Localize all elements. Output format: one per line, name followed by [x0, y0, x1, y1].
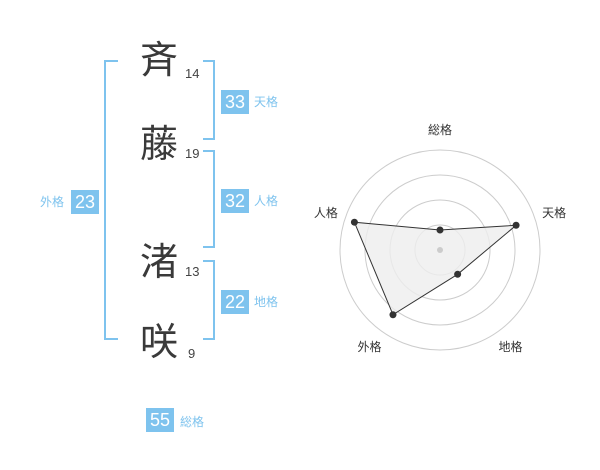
surname-char-1-strokes: 14 — [185, 66, 200, 81]
radar-axis-label-1: 総格 — [428, 122, 452, 137]
chikaku-label: 地格 — [254, 295, 279, 309]
surname-char-1: 斉 — [140, 38, 179, 82]
tenkaku-score: 33 — [221, 90, 249, 114]
radar-point-1 — [436, 226, 444, 234]
radar-grid-ring — [364, 174, 516, 326]
radar-axis-label-4: 外格 — [357, 339, 381, 354]
chikaku-bracket — [203, 260, 215, 340]
radar-axis-label-3: 地格 — [498, 339, 522, 354]
radar-center-dot — [437, 247, 443, 253]
surname-char-2: 藤 — [140, 122, 179, 166]
tenkaku-label: 天格 — [254, 95, 279, 109]
given-char-1-strokes: 13 — [185, 264, 200, 279]
given-char-2-strokes: 9 — [188, 346, 196, 361]
surname-char-2-strokes: 19 — [185, 146, 200, 161]
radar-point-2 — [512, 221, 520, 229]
radar-point-3 — [454, 270, 462, 278]
given-char-1: 渚 — [140, 240, 179, 284]
soukaku-label: 総格 — [180, 415, 205, 429]
radar-axis-label-5: 人格 — [314, 205, 338, 220]
given-char-2: 咲 — [140, 320, 179, 364]
jinkaku-label: 人格 — [254, 194, 279, 208]
gaikaku-bracket — [104, 60, 118, 340]
radar-axis-label-2: 天格 — [542, 205, 566, 220]
gaikaku-label: 外格 — [40, 195, 65, 209]
jinkaku-score: 32 — [221, 189, 249, 213]
jinkaku-bracket — [203, 150, 215, 248]
soukaku-score: 55 — [146, 408, 174, 432]
tenkaku-bracket — [203, 60, 215, 140]
radar-grid-ring — [339, 149, 541, 351]
gaikaku-score: 23 — [71, 190, 99, 214]
chikaku-score: 22 — [221, 290, 249, 314]
radar-point-4 — [389, 311, 397, 319]
radar-point-5 — [350, 218, 358, 226]
radar-series-area — [353, 221, 518, 316]
